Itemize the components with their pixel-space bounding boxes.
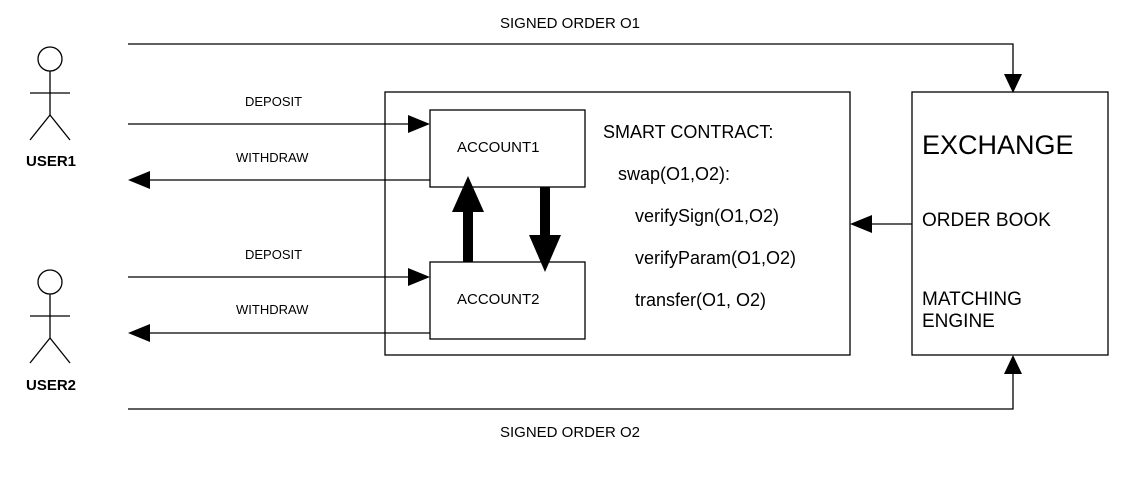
verify-sign-step: verifySign(O1,O2) (635, 206, 780, 226)
matching-engine-line1: MATCHING (922, 289, 1022, 310)
transfer-step: transfer(O1, O2) (635, 290, 767, 310)
withdraw1-label: WITHDRAW (236, 150, 309, 165)
exchange-to-contract-arrow (850, 215, 912, 233)
smart-contract-title: SMART CONTRACT: (603, 122, 774, 142)
deposit1-arrow (128, 115, 430, 133)
swap-function: swap(O1,O2): (618, 164, 731, 184)
signed-order-o1-label: SIGNED ORDER O1 (500, 15, 641, 32)
user1-actor-icon (29, 46, 71, 141)
user2-label: USER2 (26, 377, 77, 394)
user2-actor-icon (29, 269, 71, 364)
account2-box (429, 261, 586, 340)
account2-label: ACCOUNT2 (457, 291, 540, 308)
withdraw2-label: WITHDRAW (236, 302, 309, 317)
account1-label: ACCOUNT1 (457, 139, 540, 156)
deposit2-label: DEPOSIT (245, 247, 303, 262)
transfer-down-arrow (529, 187, 561, 272)
deposit1-label: DEPOSIT (245, 94, 303, 109)
signed-order-o2-arrow (128, 355, 1022, 410)
verify-param-step: verifyParam(O1,O2) (635, 248, 797, 268)
withdraw2-arrow (128, 324, 430, 342)
signed-order-o2-label: SIGNED ORDER O2 (500, 424, 641, 441)
transfer-up-arrow (452, 176, 484, 262)
account1-box (429, 109, 586, 188)
deposit2-arrow (128, 268, 430, 286)
order-book-label: ORDER BOOK (922, 210, 1051, 231)
smart-contract-box (384, 91, 851, 356)
signed-order-o1-arrow (128, 43, 1022, 93)
user1-label: USER1 (26, 153, 77, 170)
exchange-title: EXCHANGE (922, 130, 1074, 160)
matching-engine-line2: ENGINE (922, 311, 995, 332)
withdraw1-arrow (128, 171, 430, 189)
